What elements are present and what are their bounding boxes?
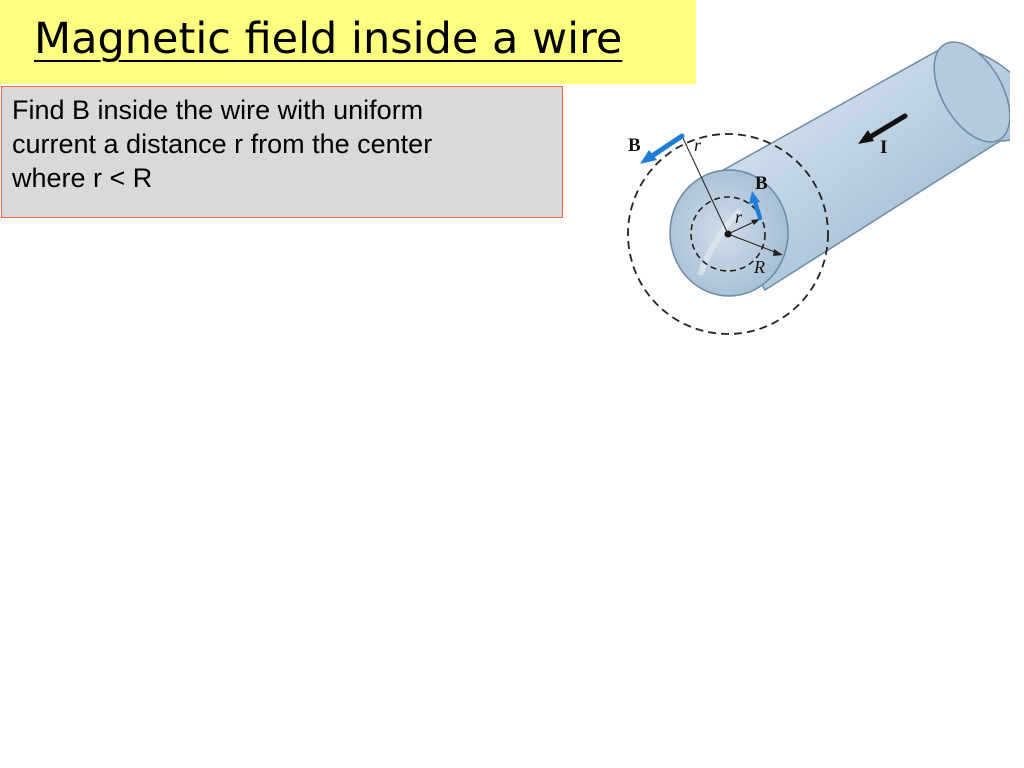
problem-line-3: where r < R (12, 163, 153, 193)
problem-line-2: current a distance r from the center (12, 129, 433, 159)
wire-diagram: B r I B r R (627, 41, 1010, 335)
wire-radius-line (727, 233, 781, 255)
inner-amperian-loop (690, 196, 766, 272)
outer-b-label: B (628, 135, 641, 156)
wire-cylinder (669, 41, 1010, 297)
outer-r-label: r (694, 135, 702, 155)
problem-line-1: Find B inside the wire with uniform (12, 95, 424, 125)
title-banner: Magnetic field inside a wire (0, 0, 696, 84)
inner-b-label: B (755, 173, 768, 194)
current-arrow (858, 113, 908, 144)
outer-amperian-loop (627, 133, 829, 335)
inner-b-field-arrow (749, 191, 763, 221)
slide-title: Magnetic field inside a wire (34, 14, 623, 64)
outer-b-field-arrow (640, 133, 685, 164)
outer-radius-line (681, 135, 729, 235)
problem-statement-box: Find B inside the wire with uniform curr… (1, 86, 563, 218)
inner-r-label: r (735, 207, 743, 227)
radius-label: R (753, 257, 765, 277)
current-label: I (880, 137, 887, 158)
